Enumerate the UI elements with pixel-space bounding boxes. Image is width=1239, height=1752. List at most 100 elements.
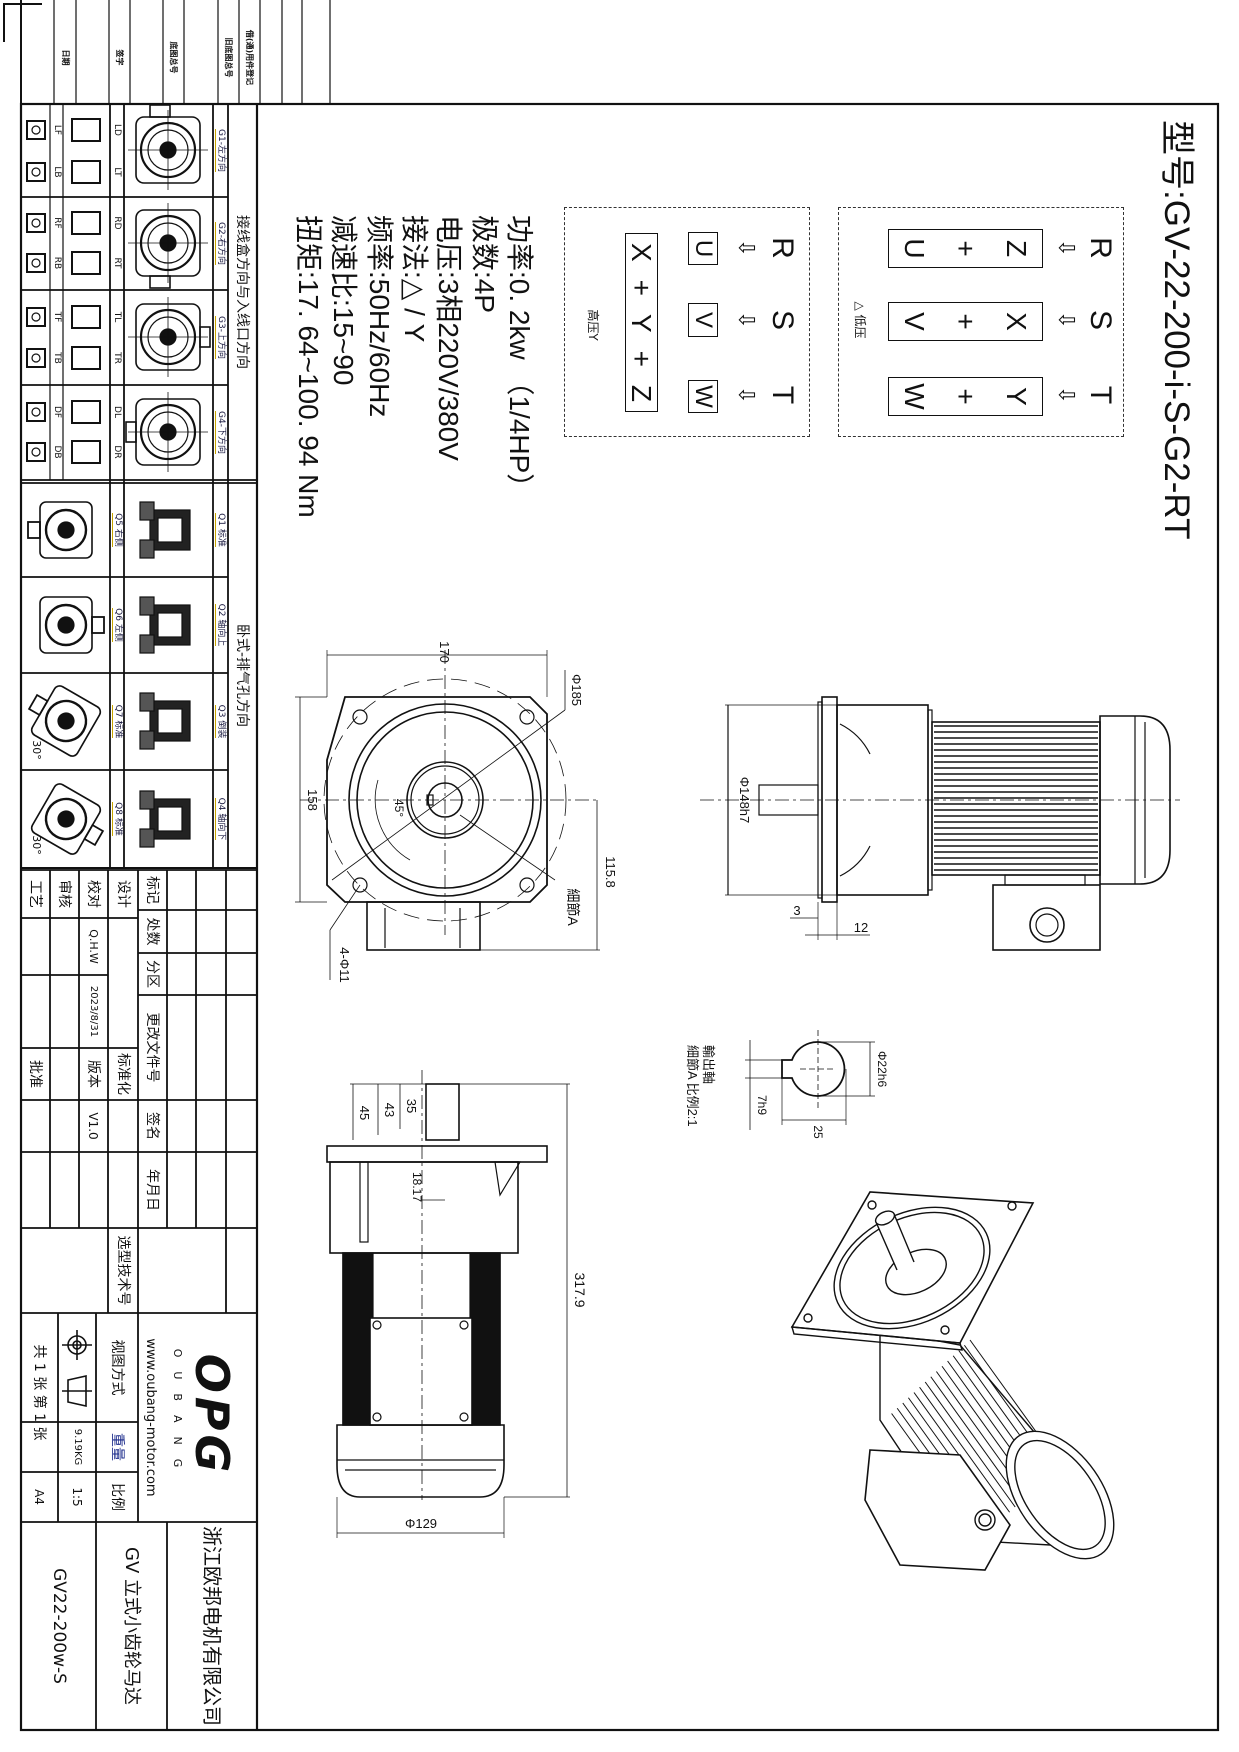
junction-group-label: G1-左方向	[213, 104, 228, 197]
spec-ratio: 减速比:15~90	[328, 215, 359, 386]
corner-mark	[3, 3, 42, 42]
label-text: Q6 左侧	[112, 608, 123, 642]
motor-side-icon	[71, 400, 101, 424]
low-pair-r: Z+U	[888, 229, 1043, 268]
vent-label-q2: Q2 轴向上	[213, 577, 228, 673]
arrow-down-icon: ⇩	[1053, 310, 1078, 330]
check-label: 校对	[85, 880, 102, 908]
version-value: V1.0	[86, 1112, 101, 1140]
vent-flange-icon	[27, 685, 102, 757]
standardize-label: 标准化	[115, 1053, 131, 1095]
vertical-view-drawing: 35 43 45 18.17 317.9 Φ129	[326, 1070, 588, 1538]
checker-name: Q.H.W	[87, 929, 100, 964]
junction-sub-label: RB	[52, 256, 62, 270]
arrow-down-icon: ⇩	[1053, 385, 1078, 405]
dim-front-pcd: Φ185	[569, 674, 584, 706]
left-table-grid	[21, 104, 259, 1730]
header-strip-old-base-no: 旧底图总号	[224, 37, 234, 78]
low-voltage-label: △ 低压	[853, 301, 867, 339]
flange-icon	[128, 104, 208, 190]
junction-flange-icons	[26, 104, 211, 472]
vent-motor-icon	[139, 596, 191, 654]
dim-side-3: 3	[793, 903, 800, 918]
junction-sub-label: LT	[112, 167, 123, 177]
motor-side-icon	[71, 160, 101, 184]
arrow-down-icon: ⇩	[733, 310, 758, 330]
vent-label-q4: Q4 轴向下	[213, 770, 228, 868]
low-terminal-r: R	[1084, 237, 1117, 259]
junction-sub-label: TF	[52, 311, 62, 323]
title-block-grid	[21, 869, 257, 1730]
vent-angle-q8: 30°	[30, 835, 44, 855]
vent-table-title: 卧式-排气孔方向	[234, 623, 251, 728]
motor-side-icon	[71, 251, 101, 275]
terminal-box-icon	[26, 120, 46, 140]
weight-label: 重量	[109, 1433, 125, 1461]
junction-sub-label: TR	[112, 352, 123, 364]
high-box-u: U	[688, 232, 718, 265]
junction-sub-label: TB	[52, 352, 62, 364]
vent-label-q7: Q7 标准	[110, 673, 124, 770]
terminal-box-icon	[26, 162, 46, 182]
motor-side-icon	[71, 440, 101, 464]
arrow-down-icon: ⇩	[733, 238, 758, 258]
junction-sub-label: RF	[52, 217, 62, 229]
motor-side-icon	[71, 346, 101, 370]
dim-front-holes: 4-Φ11	[337, 947, 352, 982]
dim-front-offset: 115.8	[603, 856, 618, 888]
high-box-w: W	[688, 380, 718, 413]
label-text: Q1 标准	[215, 513, 227, 547]
dim-front-height: 158	[305, 789, 320, 811]
header-strip-date: 日期	[61, 49, 70, 66]
terminal-box-icon	[26, 348, 46, 368]
vent-label-q1: Q1 标准	[213, 483, 228, 577]
vent-label-q3: Q3 倒装	[213, 673, 228, 770]
paper-size: A4	[32, 1489, 47, 1505]
vent-direction-icons	[27, 501, 191, 855]
low-pair-t: Y+W	[888, 377, 1043, 416]
star-z: Z	[626, 384, 658, 402]
junction-sub-label: RT	[112, 257, 123, 269]
header-strip-signature: 签字	[115, 49, 125, 66]
pair-b: U	[899, 238, 931, 259]
terminal-box-icon	[26, 253, 46, 273]
selection-no-label: 选型技术号	[115, 1235, 131, 1306]
label-text: Q7 标准	[112, 704, 123, 739]
junction-sub-label: LF	[52, 124, 62, 136]
spec-voltage: 电压:3相220V/380V	[433, 215, 464, 461]
header-strip-lines	[20, 0, 331, 104]
vent-angle-q7: 30°	[30, 740, 44, 760]
header-strip-base-no: 底图总号	[169, 41, 179, 74]
low-terminal-t: T	[1084, 385, 1117, 405]
dim-side-diameter: Φ148h7	[737, 777, 752, 824]
detail-subtitle: 細節A 比例2:1	[685, 1045, 700, 1127]
high-voltage-label: 高压Y	[586, 309, 600, 341]
junction-group-label: G3-上方向	[213, 290, 228, 385]
label-text: Q5 右侧	[112, 513, 123, 547]
model-title: 型号:GV-22-200-i-S-G2-RT	[1157, 120, 1197, 540]
product-name: GV 立式小齿轮马达	[121, 1547, 143, 1705]
check-date: 2023/8/31	[88, 985, 100, 1038]
vent-label-q5: Q5 右侧	[110, 483, 124, 577]
junction-table-title: 接线盒方向与入线口方向	[234, 215, 251, 369]
label-text: G4-下方向	[215, 411, 227, 454]
rev-header-doc-no: 更改文件号	[144, 1012, 161, 1083]
pair-plus: +	[950, 240, 982, 257]
dim-detail-width: 25	[811, 1125, 825, 1139]
isometric-view-drawing	[790, 1191, 1115, 1571]
rev-header-date: 年月日	[144, 1169, 161, 1211]
high-terminal-r: R	[766, 237, 799, 259]
front-view-drawing: 170 Φ185 158 45° 115.8 細節A 4-Φ11	[295, 641, 618, 983]
detail-title: 輸出軸	[701, 1045, 716, 1084]
motor-side-icon	[71, 118, 101, 142]
spec-power: 功率:0. 2kw （1/4HP）	[504, 215, 535, 502]
low-pair-s: X+V	[888, 302, 1043, 341]
brand-name: OUBANG	[171, 1348, 185, 1482]
terminal-box-icon	[26, 307, 46, 327]
approve-label: 批准	[27, 1060, 44, 1088]
side-view-drawing: Φ148h7 3 12	[700, 696, 1180, 951]
pair-b: W	[899, 383, 931, 410]
website-link[interactable]: www.oubang-motor.com	[143, 1338, 159, 1497]
vent-motor-icon	[139, 790, 191, 848]
label-text: Q8 标准	[112, 802, 123, 836]
